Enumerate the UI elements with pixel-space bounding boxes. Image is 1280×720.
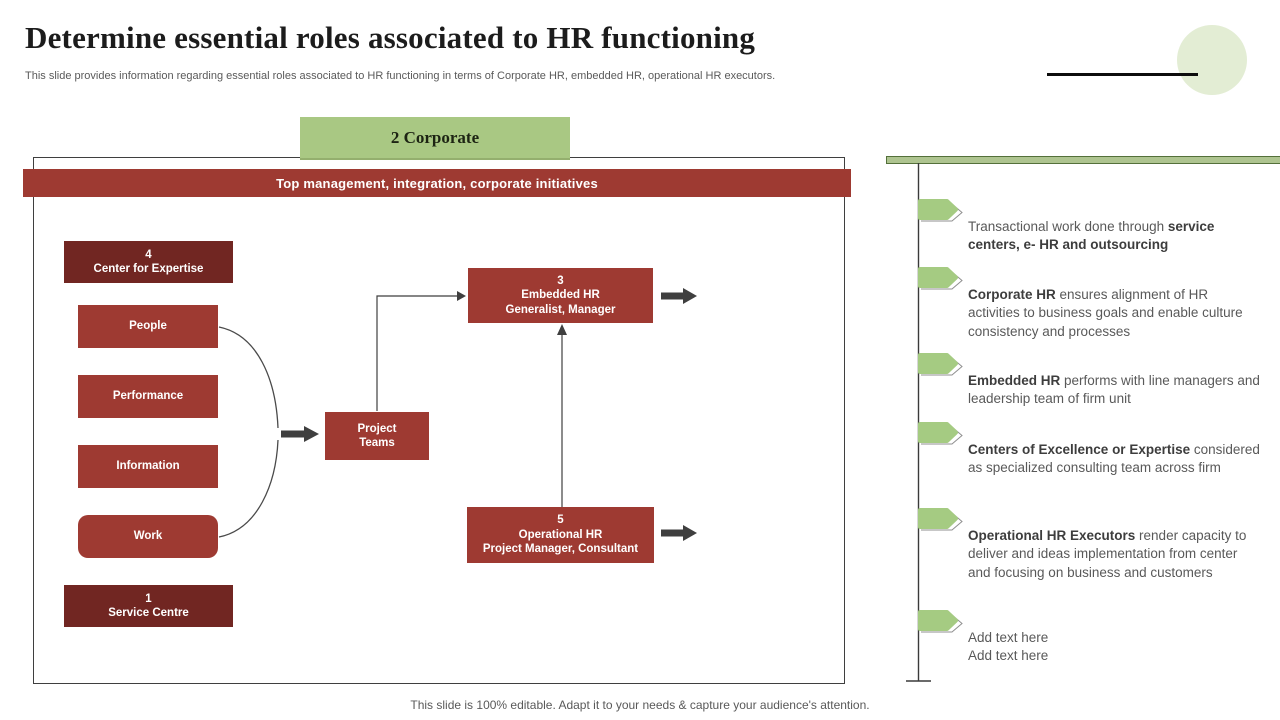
bullet-bold-text: Corporate HR xyxy=(968,286,1056,302)
bullet-text: performs with line managers and leadersh… xyxy=(968,372,1260,407)
footer-note: This slide is 100% editable. Adapt it to… xyxy=(410,698,870,712)
box-work: Work xyxy=(78,515,218,558)
right-panel-top-bar xyxy=(886,156,1280,164)
bullet-text[interactable]: Add text here Add text here xyxy=(968,629,1049,664)
corporate-label-box: 2 Corporate xyxy=(300,117,570,160)
bullet-centers-of-excellence: Centers of Excellence or Expertise consi… xyxy=(968,422,1260,478)
top-management-label: Top management, integration, corporate i… xyxy=(276,175,598,191)
pennant-arrow-icon xyxy=(918,353,963,376)
bullet-text: considered as specialized consulting tea… xyxy=(968,441,1260,476)
box-operational-hr: 5 Operational HR Project Manager, Consul… xyxy=(467,507,654,563)
bullet-text: render capacity to deliver and ideas imp… xyxy=(968,527,1247,580)
pennant-arrow-icon xyxy=(918,610,963,633)
top-management-bar: Top management, integration, corporate i… xyxy=(23,169,851,197)
bullet-bold-text: Embedded HR xyxy=(968,372,1061,388)
bullet-corporate-hr: Corporate HR ensures alignment of HR act… xyxy=(968,267,1260,341)
pennant-arrow-icon xyxy=(918,267,963,290)
box-people: People xyxy=(78,305,218,348)
pennant-arrow-icon xyxy=(918,422,963,445)
bullet-text: Transactional work done through xyxy=(968,218,1168,234)
bullet-bold-text: Operational HR Executors xyxy=(968,527,1136,543)
box-information: Information xyxy=(78,445,218,488)
box-center-for-expertise: 4 Center for Expertise xyxy=(64,241,233,283)
page-title: Determine essential roles associated to … xyxy=(25,20,756,55)
decorative-circle xyxy=(1177,25,1247,95)
bullet-bold-text: service centers, e- HR and outsourcing xyxy=(968,218,1215,253)
box-service-centre: 1 Service Centre xyxy=(64,585,233,627)
bullet-text: ensures alignment of HR activities to bu… xyxy=(968,286,1243,339)
box-performance: Performance xyxy=(78,375,218,418)
bullet-add-text-placeholder[interactable]: Add text here Add text here xyxy=(968,610,1260,666)
bullet-embedded-hr: Embedded HR performs with line managers … xyxy=(968,353,1260,409)
corporate-label: 2 Corporate xyxy=(390,127,480,147)
box-project-teams: Project Teams xyxy=(325,412,429,460)
pennant-arrow-icon xyxy=(918,508,963,531)
bullet-bold-text: Centers of Excellence or Expertise xyxy=(968,441,1191,457)
box-embedded-hr: 3 Embedded HR Generalist, Manager xyxy=(468,268,653,323)
bullet-transactional-work: Transactional work done through service … xyxy=(968,199,1260,255)
pennant-arrow-icon xyxy=(918,199,963,222)
decorative-line xyxy=(1047,73,1198,76)
page-subtitle: This slide provides information regardin… xyxy=(25,70,776,82)
bullet-operational-hr-executors: Operational HR Executors render capacity… xyxy=(968,508,1260,582)
